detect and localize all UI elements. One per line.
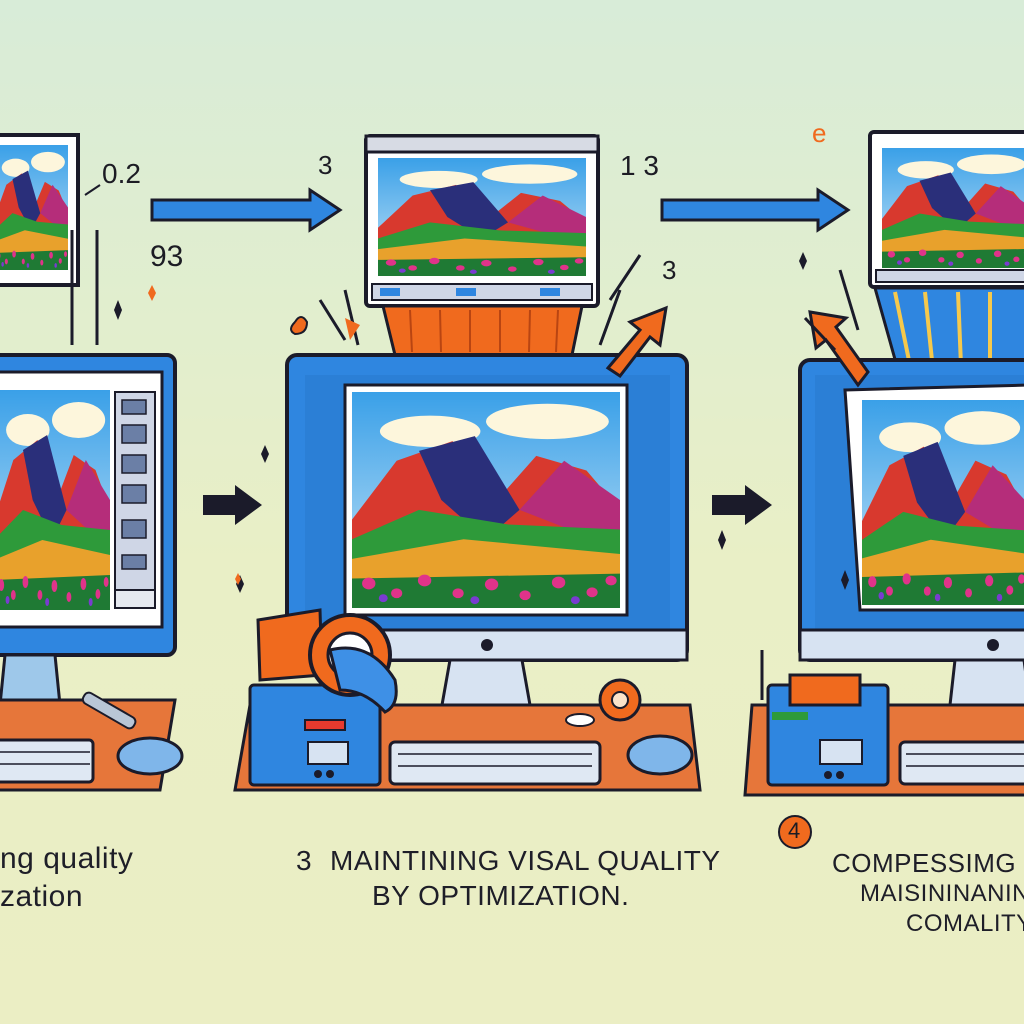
caption-right-line1: COMPESSIMG QU — [832, 848, 1024, 878]
label-e: e — [812, 118, 827, 148]
compress-funnel — [381, 304, 584, 357]
arrow-top-1 — [150, 187, 343, 233]
stage-2 — [233, 134, 702, 792]
step-4-badge: 4 — [788, 818, 801, 843]
caption-left-line2: zation — [0, 880, 84, 913]
label-93: 93 — [150, 240, 184, 273]
caption-middle-line2: BY OPTIMIZATION. — [372, 880, 630, 911]
keyboard-middle — [388, 740, 602, 786]
caption-left-line1: ng quality — [0, 842, 134, 875]
caption-right-line3: COMALITY — [906, 910, 1024, 937]
keyboard-left — [0, 738, 95, 784]
stage-3 — [743, 130, 1024, 849]
caption-right-line2: MAISININANIN — [860, 880, 1024, 907]
label-1-3: 1 3 — [620, 150, 659, 181]
caption-middle-line1: MAINTINING VISAL QUALITY — [330, 845, 721, 876]
arrow-mid-2 — [712, 485, 772, 525]
stage-1 — [0, 133, 184, 792]
label-3-top: 3 — [318, 150, 333, 180]
mouse-middle — [626, 734, 694, 776]
label-0-2: 0.2 — [102, 158, 141, 189]
label-3-right: 3 — [662, 255, 677, 285]
pc-tower-middle — [248, 683, 382, 787]
arrow-top-2 — [660, 187, 851, 233]
keyboard-right — [898, 740, 1024, 786]
caption-middle-number: 3 — [296, 845, 313, 876]
arrow-mid-1 — [203, 485, 262, 525]
mouse-left — [116, 736, 184, 776]
